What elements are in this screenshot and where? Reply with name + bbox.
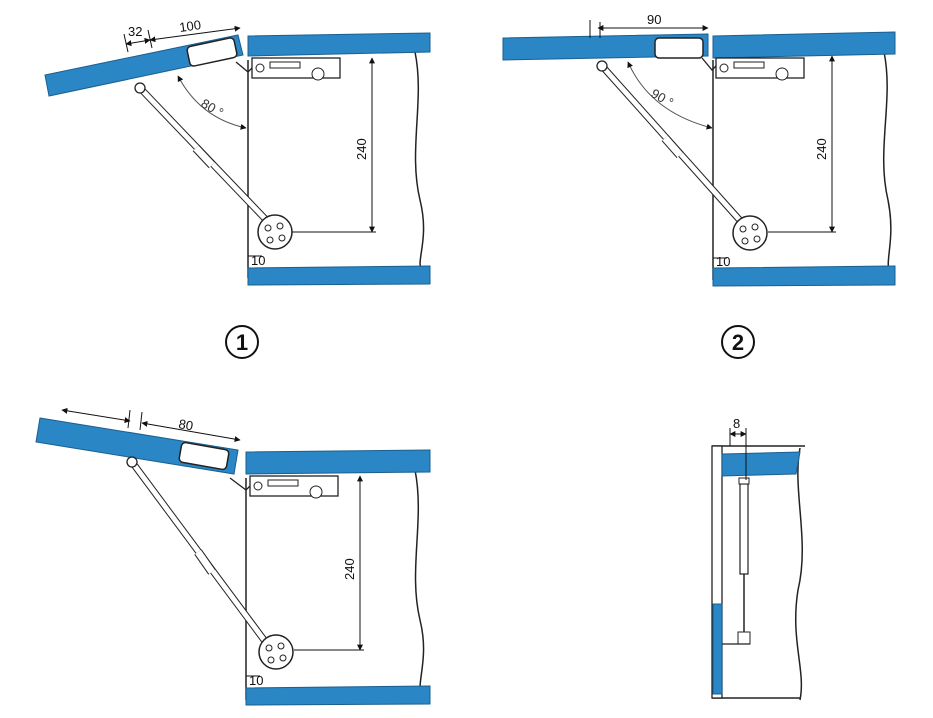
base-dim-label: 10 xyxy=(716,254,730,269)
bottom-panel xyxy=(712,265,896,287)
svg-text:2: 2 xyxy=(732,330,744,355)
figure-1: 32 100 80 ° 240 10 xyxy=(44,17,431,286)
top-panel xyxy=(712,31,896,59)
door-panel-side xyxy=(712,603,723,695)
angle-label: 90 ° xyxy=(649,86,677,111)
hinge-cup xyxy=(178,441,230,471)
hinge-dim-label: 80 xyxy=(177,416,194,433)
cabinet-side xyxy=(794,447,803,701)
door-edge xyxy=(711,445,723,699)
mounting-plate xyxy=(732,215,768,251)
base-dim-label: 10 xyxy=(249,673,263,688)
svg-text:1: 1 xyxy=(236,330,248,355)
width-dim-label: 8 xyxy=(733,416,740,431)
figure-2: 90 90 ° 240 10 xyxy=(502,12,896,287)
gas-strut xyxy=(126,456,273,651)
hinge-dim-label: 100 xyxy=(178,17,202,35)
hinge-cup xyxy=(186,37,238,67)
height-dim-label: 240 xyxy=(342,558,357,580)
offset-dim-label: 32 xyxy=(128,24,142,39)
figure-2-label: 2 xyxy=(721,325,755,359)
top-panel xyxy=(245,449,431,475)
mounting-plate xyxy=(258,634,294,670)
angle-arc xyxy=(177,75,247,130)
gas-strut xyxy=(722,477,751,645)
cabinet-side xyxy=(414,51,425,271)
figure-4: 8 xyxy=(711,416,805,701)
hinge-mechanism xyxy=(235,57,341,81)
height-dim-label: 240 xyxy=(354,138,369,160)
angle-arc xyxy=(627,61,713,130)
cabinet-side xyxy=(883,51,892,273)
hinge-mechanism xyxy=(701,57,805,81)
bottom-panel xyxy=(247,265,431,286)
figure-3: 80 240 10 xyxy=(35,407,431,706)
bottom-panel xyxy=(245,685,431,706)
mounting-plate xyxy=(257,214,293,250)
figure-1-label: 1 xyxy=(225,325,259,359)
hinge-dim-label: 90 xyxy=(647,12,661,27)
gas-strut xyxy=(134,82,275,229)
top-panel xyxy=(721,451,801,477)
cabinet-side xyxy=(414,469,425,696)
top-panel xyxy=(247,32,431,57)
hinge-cup xyxy=(654,37,704,59)
hinge-mechanism xyxy=(229,475,339,499)
angle-label: 80 ° xyxy=(199,96,227,121)
gas-strut xyxy=(596,60,748,229)
height-dim-label: 240 xyxy=(814,138,829,160)
base-dim-label: 10 xyxy=(251,253,265,268)
